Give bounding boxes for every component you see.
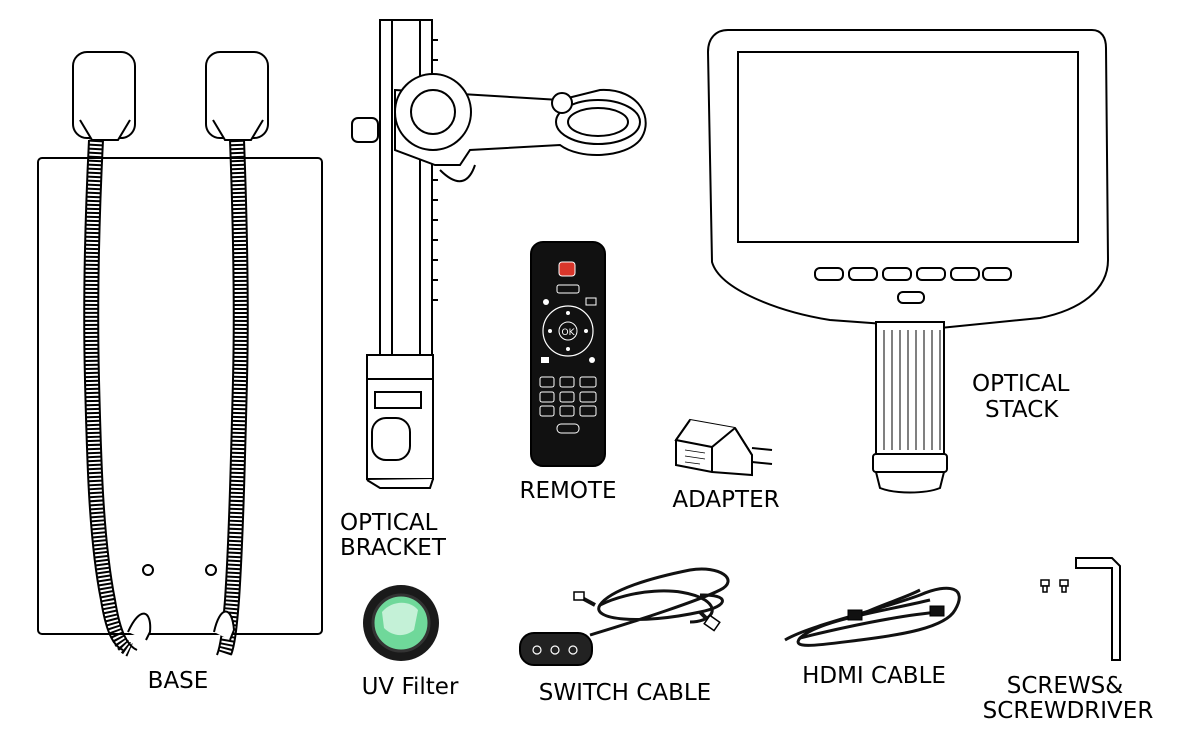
label-optical-bracket-line1: OPTICAL (340, 510, 438, 536)
base-hole-left (142, 564, 154, 576)
switch-cable-illustration (519, 567, 730, 666)
monitor-buttons (814, 267, 1012, 304)
label-base: BASE (147, 668, 209, 694)
hdmi-cable-illustration (784, 586, 961, 647)
label-optical-stack-line2: STACK (985, 397, 1059, 423)
label-screws-line1: SCREWS& (1006, 673, 1124, 699)
uv-filter-illustration (363, 585, 439, 661)
screws-illustration (1040, 579, 1069, 593)
label-remote: REMOTE (519, 478, 617, 504)
label-hdmi-cable: HDMI CABLE (802, 663, 946, 689)
remote-dpad (542, 305, 594, 357)
label-adapter: ADAPTER (672, 487, 780, 513)
label-switch-cable: SWITCH CABLE (538, 680, 712, 706)
monitor-screen (737, 51, 1079, 243)
label-uv-filter: UV Filter (361, 674, 459, 700)
remote-ok-label: OK (562, 328, 576, 338)
gooseneck-lamp-left (72, 51, 152, 657)
remote-illustration: OK (530, 241, 606, 467)
base-illustration (37, 51, 323, 658)
base-hole-right (205, 564, 217, 576)
optical-stack-illustration (706, 29, 1110, 494)
label-optical-stack-line1: OPTICAL (972, 371, 1070, 397)
base-plate (37, 157, 323, 635)
adapter-illustration (674, 418, 773, 477)
gooseneck-lamp-right (205, 51, 269, 658)
label-optical-bracket-line2: BRACKET (340, 535, 446, 561)
remote-power-button (558, 261, 576, 277)
hex-key-illustration (1075, 557, 1121, 661)
switch-box (519, 632, 593, 666)
optical-bracket-illustration (351, 19, 647, 489)
label-screws-line2: SCREWDRIVER (982, 698, 1154, 724)
